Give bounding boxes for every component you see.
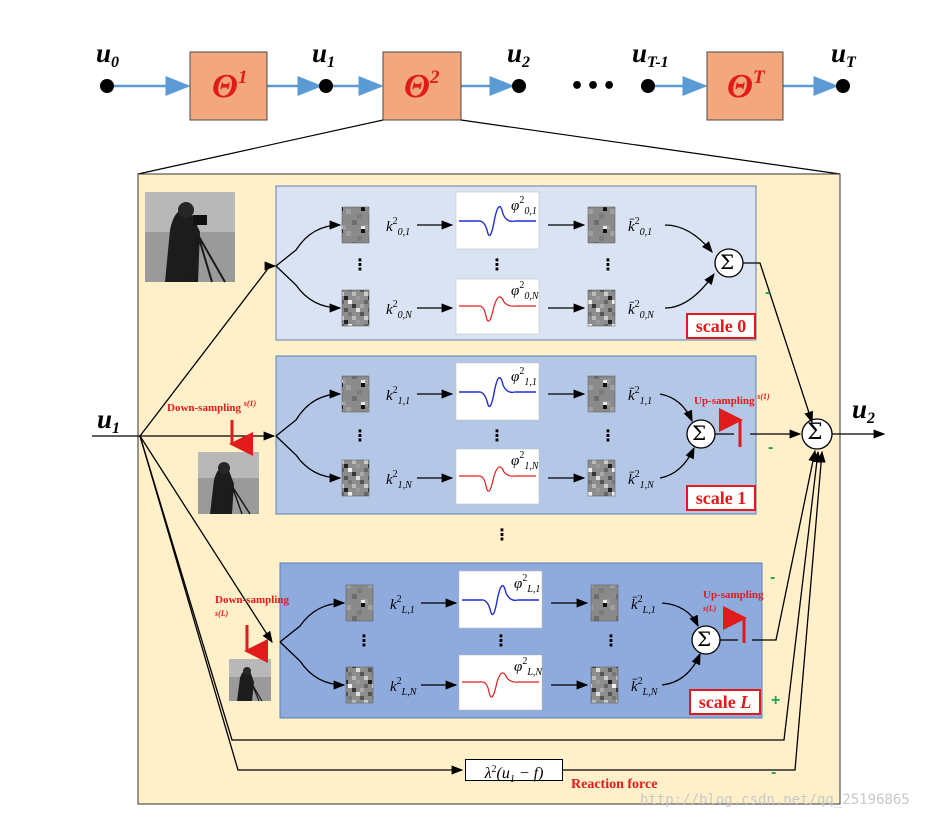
scale-arrows: [275, 220, 715, 690]
sum-nodes: [686, 248, 833, 655]
scale-1-label: scale 1: [686, 485, 756, 511]
node-u2: [512, 79, 526, 93]
sign-identity: +: [771, 692, 781, 709]
k-label-1-N: k21,N: [386, 469, 412, 491]
k-label-1-1: k21,1: [386, 385, 411, 407]
label-u2: u2: [507, 38, 531, 71]
cameraman-image-half: [198, 452, 259, 515]
sum-symbol-final: Σ: [807, 420, 823, 445]
stage-label-2: Θ2: [404, 67, 440, 105]
k-label-L-1: k2L,1: [390, 594, 415, 616]
chain-ellipsis: •••: [570, 74, 619, 99]
cameraman-image-full: [145, 192, 235, 283]
stage-label-T: ΘT: [727, 67, 765, 105]
sign-reaction: -: [771, 764, 777, 781]
kbar-label-0-1: k̄20,1: [628, 216, 653, 238]
label-u0: u0: [96, 38, 120, 71]
vdots-phi-L: ⋮: [493, 631, 509, 650]
node-u0: [100, 79, 114, 93]
phi-label-0-N: φ20,N: [511, 280, 539, 302]
reaction-force-label: Reaction force: [571, 777, 658, 792]
flow-arrows: [92, 261, 886, 775]
phi-label-L-N: φ2L,N: [514, 656, 543, 678]
vdots-kbar-1: ⋮: [600, 426, 616, 445]
vdots-k-L: ⋮: [356, 631, 372, 650]
sign-scale-0: -: [765, 284, 771, 301]
label-uT: uT: [831, 38, 856, 71]
node-uT: [836, 79, 850, 93]
sum-symbol-scale-L: Σ: [697, 627, 712, 651]
vdots-k-0: ⋮: [352, 255, 368, 274]
vdots-kbar-0: ⋮: [600, 255, 616, 274]
node-u1: [319, 79, 333, 93]
k-label-L-N: k2L,N: [390, 676, 417, 698]
vdots-k-1: ⋮: [352, 426, 368, 445]
sum-symbol-scale-1: Σ: [692, 421, 707, 445]
vdots-phi-1: ⋮: [489, 426, 505, 445]
stage-box-2: [382, 51, 462, 121]
vdots-scales: ⋮: [494, 525, 510, 544]
stage-box-1: [189, 51, 268, 121]
output-label-u2: u2: [852, 394, 876, 427]
input-label-u1: u1: [97, 404, 121, 437]
zoom-line-left: [137, 119, 384, 175]
stage-label-1: Θ1: [212, 67, 248, 105]
k-label-0-1: k20,1: [386, 216, 411, 238]
node-uT-1: [641, 79, 655, 93]
phi-label-1-1: φ21,1: [511, 366, 537, 388]
kbar-label-1-1: k̄21,1: [628, 385, 653, 407]
watermark: http://blog.csdn.net/qq_25196865: [640, 792, 910, 808]
filter-tiles: [341, 206, 619, 704]
cameraman-image-small: [229, 659, 271, 702]
phi-label-L-1: φ2L,1: [514, 573, 541, 595]
phi-label-1-N: φ21,N: [511, 450, 539, 472]
down-sampling-label-scale-1: Down-sampling s(1): [167, 399, 257, 414]
up-sampling-label-scale-1: Up-sampling s(1): [694, 392, 770, 407]
zoom-line-right: [460, 119, 841, 175]
vdots-kbar-L: ⋮: [603, 631, 619, 650]
sign-scale-1: -: [768, 439, 774, 456]
phi-plots: [455, 191, 543, 711]
vdots-phi-0: ⋮: [489, 255, 505, 274]
stage-box-T: [706, 51, 784, 121]
sampling-arrows: [229, 408, 747, 663]
scale-0-label: scale 0: [686, 313, 756, 339]
label-u1: u1: [312, 38, 336, 71]
reaction-term-box: λ2(u1 − f): [465, 759, 563, 785]
sign-scale-L: -: [770, 569, 776, 586]
label-uT-1: uT-1: [632, 38, 669, 71]
kbar-label-0-N: k̄20,N: [628, 299, 654, 321]
phi-label-0-1: φ20,1: [511, 195, 537, 217]
kbar-label-L-N: k̄2L,N: [631, 676, 658, 698]
scale-L-label: scale L: [689, 689, 761, 715]
sum-symbol-scale-0: Σ: [720, 250, 735, 274]
k-label-0-N: k20,N: [386, 299, 412, 321]
kbar-label-1-N: k̄21,N: [628, 469, 654, 491]
top-chain: [100, 51, 850, 175]
kbar-label-L-1: k̄2L,1: [631, 594, 656, 616]
